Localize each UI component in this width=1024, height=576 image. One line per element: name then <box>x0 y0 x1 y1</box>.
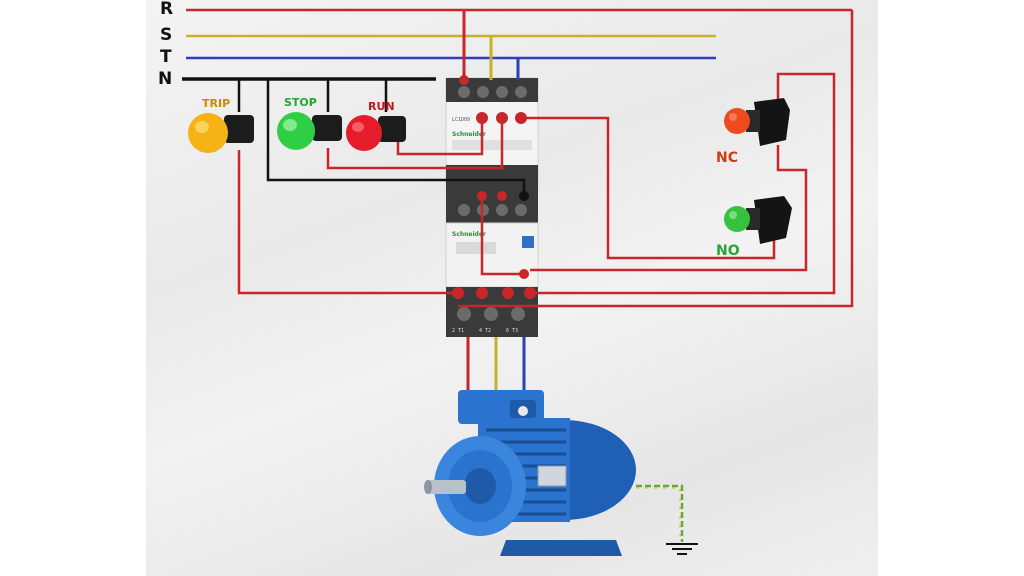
nc-button-label: NC <box>716 150 738 166</box>
stop-lamp: STOP <box>277 96 342 150</box>
contactor-brand-label: Schneider <box>452 131 486 138</box>
trip-lamp-label: TRIP <box>202 97 230 110</box>
terminal-label-t1: 2 T1 <box>452 328 464 334</box>
no-button-cap[interactable] <box>724 206 750 232</box>
wiring-diagram: R S T N LC1D09 Schneider Schneider 2 T1 … <box>158 0 854 556</box>
trip-lamp: TRIP <box>188 97 254 153</box>
nc-pushbutton[interactable]: NC <box>716 98 790 166</box>
wiring-diagram-canvas: R S T N LC1D09 Schneider Schneider 2 T1 … <box>146 0 878 576</box>
no-button-wire <box>530 145 808 272</box>
overload-relay: Schneider 2 T1 4 T2 6 T3 <box>445 222 539 337</box>
stop-lamp-wire <box>326 118 504 170</box>
coil-wire <box>480 196 524 276</box>
stop-lamp-label: STOP <box>284 96 317 109</box>
neutral-to-overload <box>266 79 526 196</box>
nc-button-cap[interactable] <box>724 108 750 134</box>
ground-symbol <box>666 543 698 555</box>
aux-neutral-node <box>519 191 529 201</box>
ground-wire <box>636 484 684 542</box>
run-lamp: RUN <box>346 100 406 151</box>
r-to-overload-wire <box>458 10 854 308</box>
no-button-label: NO <box>716 243 740 259</box>
terminal-dots <box>452 75 536 299</box>
run-lamp-wire <box>396 118 484 156</box>
phase-label-r: R <box>160 0 173 19</box>
ground-wire-stripe <box>636 487 681 542</box>
trip-lamp-wire <box>237 150 458 295</box>
no-pushbutton[interactable]: NO <box>716 196 792 259</box>
run-lamp-label: RUN <box>368 100 395 113</box>
hold-contact-wire <box>521 116 776 260</box>
overload-brand-label: Schneider <box>452 231 486 238</box>
contactor: LC1D09 Schneider <box>445 77 539 223</box>
nc-button-wire <box>530 72 836 295</box>
stop-lamp-lens <box>277 112 315 150</box>
trip-lamp-lens <box>188 113 228 153</box>
phase-label-n: N <box>158 69 172 89</box>
phase-label-t: T <box>160 47 172 67</box>
phase-label-s: S <box>160 25 172 45</box>
terminal-label-t2: 4 T2 <box>479 328 491 334</box>
contactor-model-label: LC1D09 <box>452 117 470 123</box>
run-lamp-lens <box>346 115 382 151</box>
terminal-label-t3: 6 T3 <box>506 328 518 334</box>
motor <box>424 390 636 556</box>
